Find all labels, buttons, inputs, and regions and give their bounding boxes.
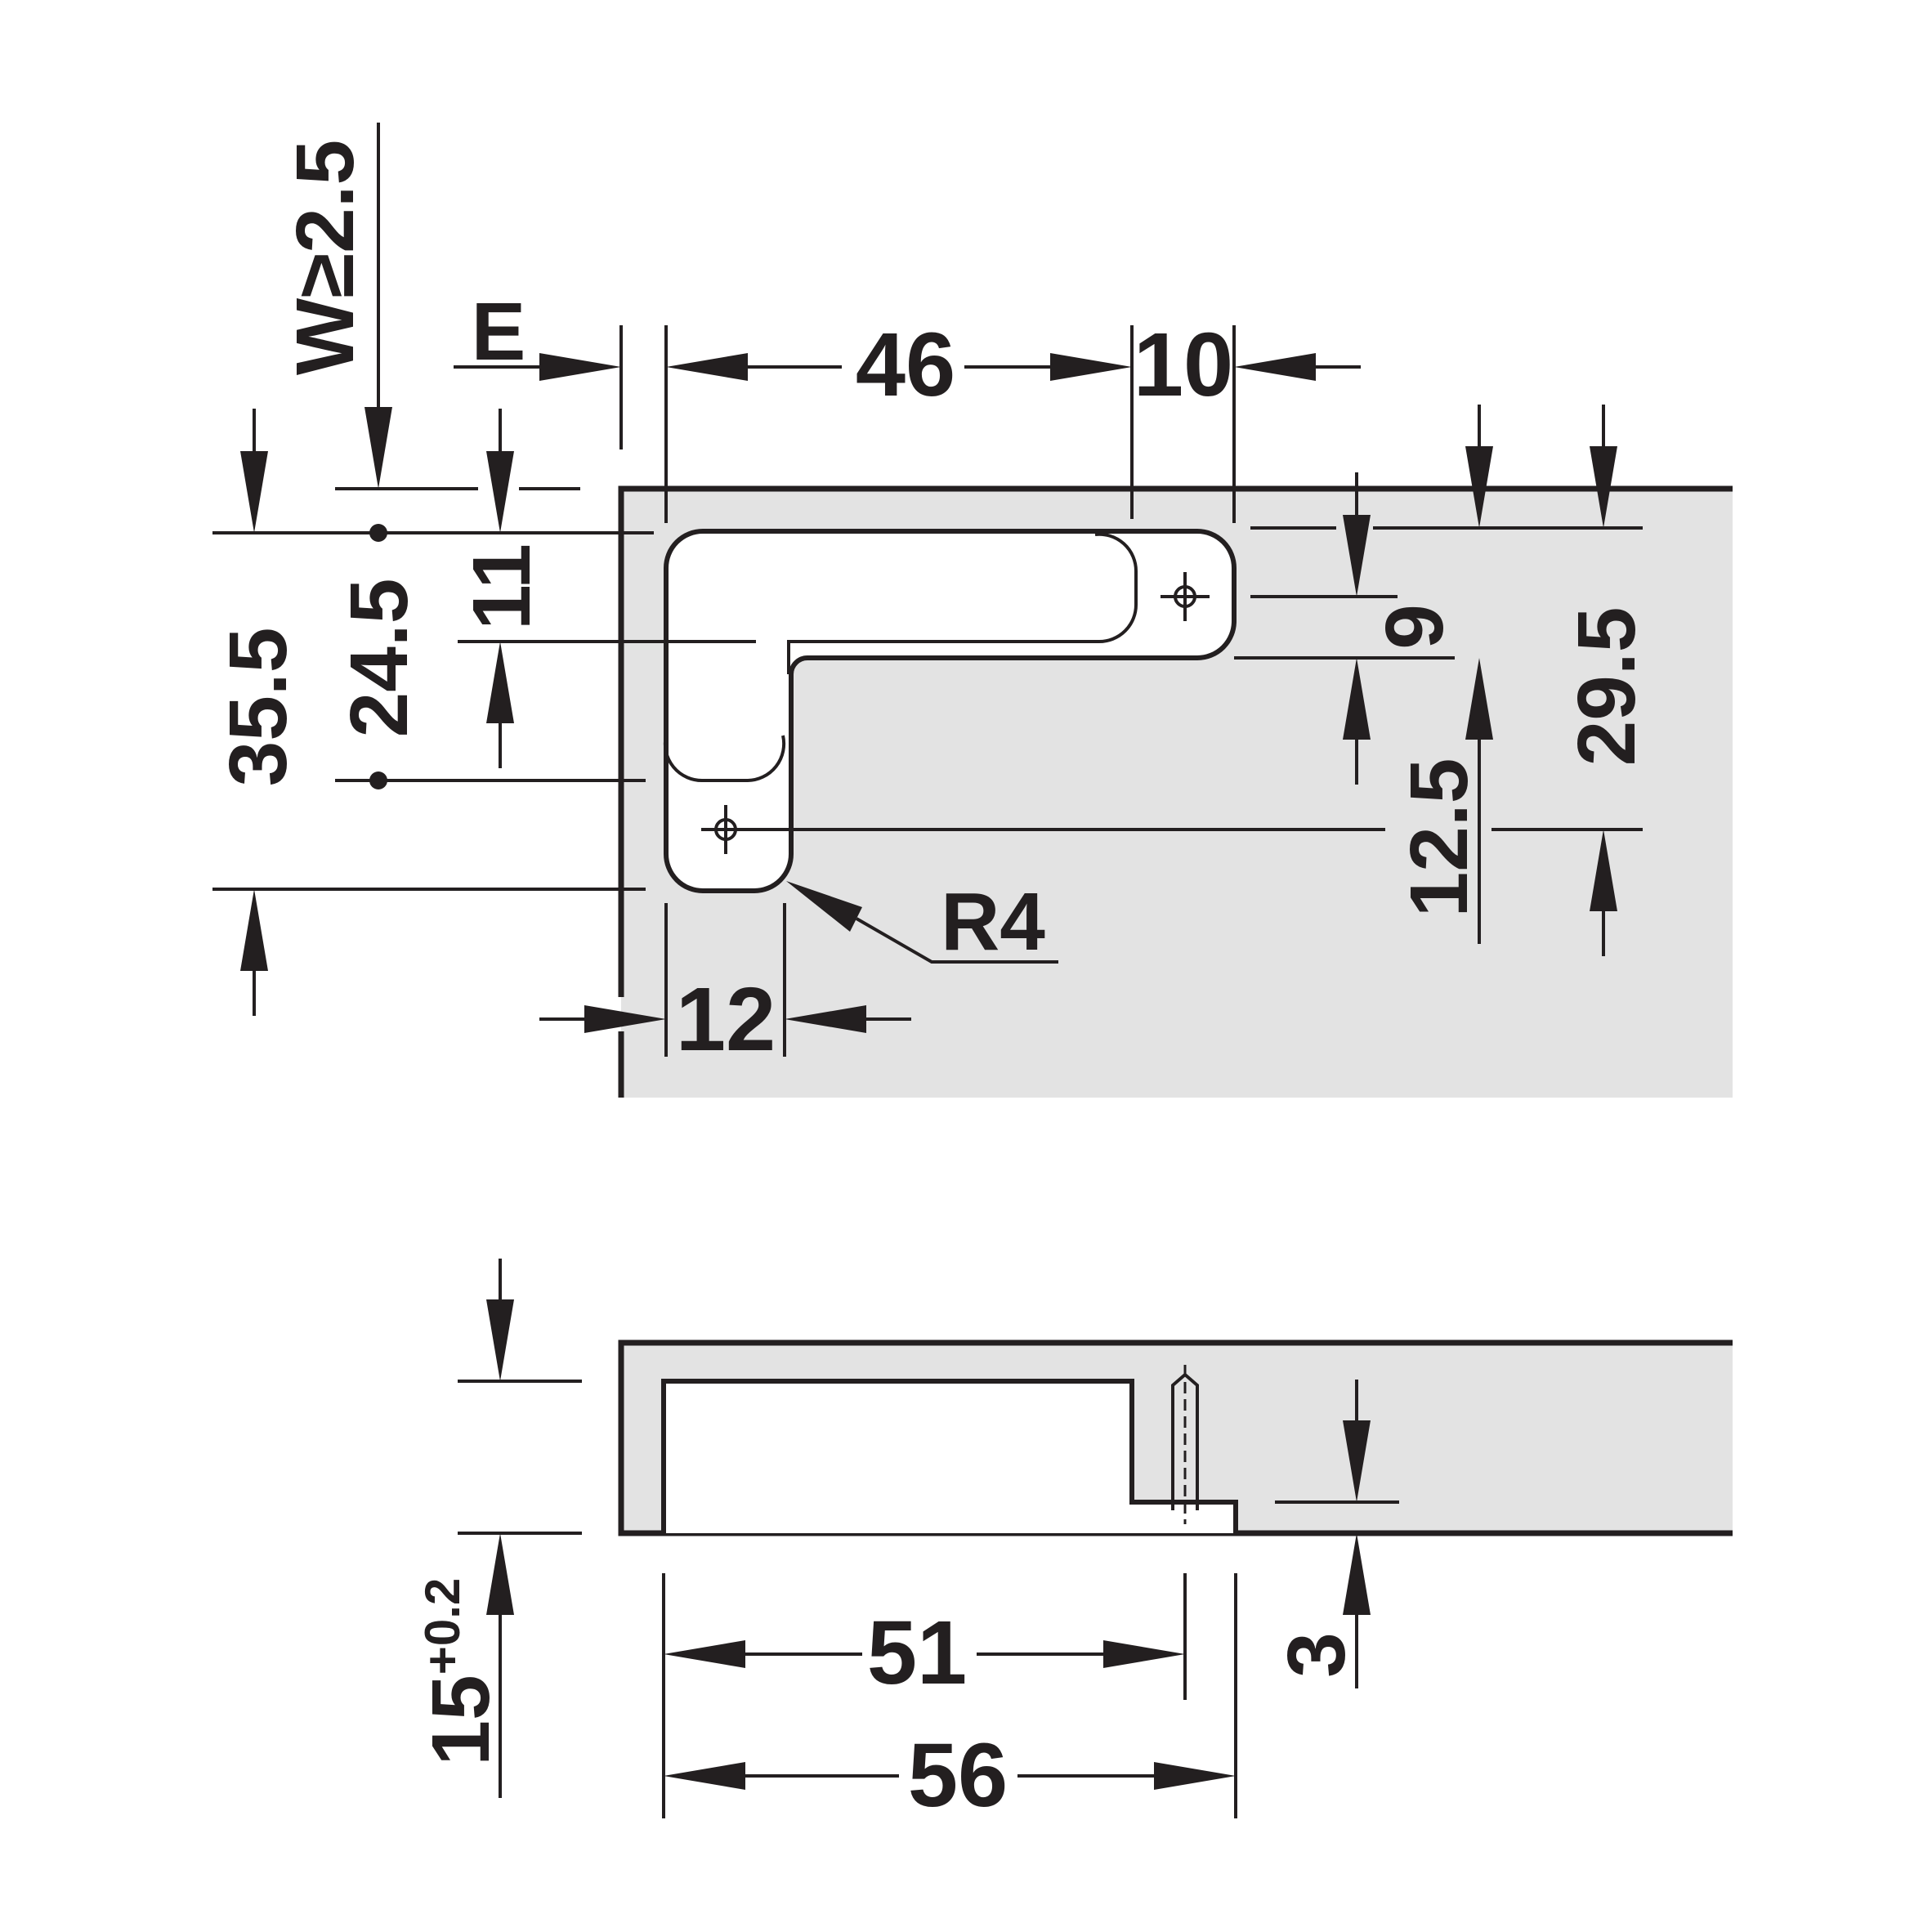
dim-51-label: 51 bbox=[867, 1603, 967, 1703]
dim-r4-label: R4 bbox=[941, 876, 1045, 968]
dim-46: 46 bbox=[666, 315, 1132, 415]
dim-12-5-label: 12.5 bbox=[1393, 758, 1485, 918]
dim-12: 12 bbox=[539, 969, 911, 1070]
dim-12-label: 12 bbox=[676, 969, 776, 1070]
dim-11-label: 11 bbox=[456, 543, 548, 630]
dim-10-label: 10 bbox=[1134, 315, 1233, 415]
extension-lines-vertical bbox=[619, 325, 1236, 1057]
dim-35-5: 35.5 bbox=[212, 409, 304, 1016]
dim-w-label: W≥2.5 bbox=[280, 140, 371, 375]
panel-front-edge bbox=[618, 485, 1733, 1098]
dim-24-5-label: 24.5 bbox=[333, 579, 425, 738]
dim-56: 56 bbox=[664, 1725, 1236, 1826]
dim-10: 10 bbox=[1134, 315, 1361, 415]
dim-15-tolerance: +0.2 bbox=[415, 1578, 470, 1675]
top-view: E 46 10 W≥2.5 35.5 bbox=[212, 123, 1733, 1098]
dim-e: E bbox=[454, 286, 621, 381]
recess-profile bbox=[661, 1379, 1238, 1533]
dim-6: 6 bbox=[1343, 472, 1460, 785]
dim-12-5: 12.5 bbox=[1393, 405, 1493, 944]
dim-46-label: 46 bbox=[856, 315, 955, 415]
dim-6-label: 6 bbox=[1368, 604, 1460, 650]
dim-24-5: 24.5 bbox=[333, 524, 425, 789]
dim-29-5: 29.5 bbox=[1561, 405, 1652, 956]
extension-lines-top bbox=[212, 487, 1643, 891]
extension-lines-section bbox=[458, 1380, 1399, 1818]
dim-3: 3 bbox=[1271, 1380, 1371, 1688]
dim-51: 51 bbox=[664, 1603, 1185, 1703]
screw-hole-right bbox=[1161, 572, 1210, 621]
side-view: 15 +0.2 3 51 56 bbox=[415, 1259, 1733, 1826]
dim-35-5-label: 35.5 bbox=[212, 628, 304, 787]
dim-11: 11 bbox=[456, 409, 548, 768]
dim-15: 15 +0.2 bbox=[415, 1259, 514, 1798]
hinge-arm-contour bbox=[663, 532, 1138, 783]
dim-dot-bottom bbox=[369, 771, 387, 789]
dim-r4: R4 bbox=[786, 876, 1058, 968]
dim-56-label: 56 bbox=[908, 1725, 1008, 1826]
dim-3-label: 3 bbox=[1271, 1632, 1362, 1678]
hinge-recess-outline bbox=[664, 529, 1237, 893]
dim-15-label: 15 bbox=[415, 1675, 507, 1765]
dim-e-label: E bbox=[472, 286, 526, 378]
dim-dot-top bbox=[369, 524, 387, 542]
dim-w: W≥2.5 bbox=[280, 123, 392, 489]
dim-29-5-label: 29.5 bbox=[1561, 607, 1652, 767]
